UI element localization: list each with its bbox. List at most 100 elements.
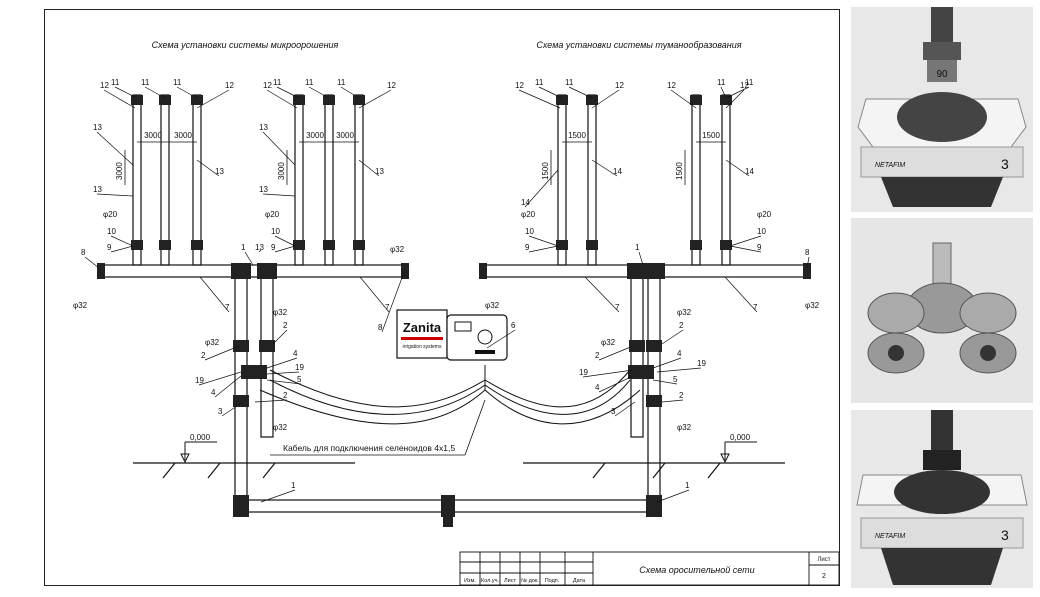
level-mark-right: 0,000 [720,433,757,464]
drawing-sheet: Схема установки системы микроорошения Сх… [44,9,840,586]
pipe-label-phi32: φ32 [677,423,692,432]
callout-13: 13 [255,243,264,252]
callout-leader-9 [729,245,762,253]
callout-11: 11 [173,78,182,87]
callout-1: 1 [635,243,640,252]
callout-13: 13 [259,185,268,194]
pipe-label-phi20: φ20 [103,210,118,219]
level-label-right: 0,000 [730,433,751,442]
callout-11: 11 [273,78,282,87]
callout-leader-8 [381,274,404,333]
controller-sub: irrigation systems [403,344,442,350]
callout-leader-3 [614,401,636,417]
pipe-network [102,94,810,513]
title-block-header: Дата [573,578,586,584]
callout-leader-12 [725,89,745,109]
callout-leader-11 [176,86,198,99]
callout-leader-6 [486,329,516,349]
solenoid-cables [259,365,641,425]
callout-leader-2 [661,399,684,403]
callout-12: 12 [263,81,272,90]
callout-6: 6 [511,321,516,330]
callout-leader-13 [262,131,296,166]
callout-leader-10 [274,235,296,247]
callout-leader-7 [724,276,758,313]
pipe-label-phi20: φ20 [265,210,280,219]
callout-12: 12 [515,81,524,90]
irrigation-schematic: Схема установки системы микроорошения Сх… [73,40,840,586]
callout-3: 3 [218,407,223,416]
callout-13: 13 [93,185,102,194]
cross-connector-photo [851,218,1033,403]
callout-leader-14 [725,159,750,177]
callout-9: 9 [757,243,762,252]
callout-leader-3 [221,401,244,417]
callout-2: 2 [283,391,288,400]
pipe-label-phi32: φ32 [273,423,288,432]
callout-leader-19 [198,371,242,386]
cable-label: Кабель для подключения селеноидов 4х1,5 [270,399,486,456]
title-block-sheet-number: 2 [822,573,826,580]
fogger-nozzle-photo-2: NETAFIM 3 [851,410,1033,588]
left-section-title: Схема установки системы микроорошения [152,40,339,50]
dimension-lines [124,141,726,185]
callout-5: 5 [673,375,678,384]
callout-13: 13 [259,123,268,132]
callout-leader-5 [266,379,302,385]
callout-19: 19 [195,376,204,385]
title-block-header: Подп. [545,578,560,584]
nozzle-label-90: 90 [936,69,948,80]
callout-3: 3 [611,407,616,416]
title-block-header: Лист [504,578,516,584]
callout-leader-13 [96,131,134,166]
callout-leader-12 [591,89,620,109]
callout-leader-11 [568,86,593,99]
callout-leader-1 [244,251,254,266]
callout-leader-5 [652,379,678,385]
callout-leader-12 [103,89,136,109]
callout-leader-13 [262,193,296,197]
callout-13: 13 [215,167,224,176]
callout-9: 9 [525,243,530,252]
callout-leader-12 [358,89,392,109]
callout-leader-9 [528,245,559,253]
callout-1: 1 [685,481,690,490]
callout-14: 14 [521,198,530,207]
callout-leader-2 [254,399,288,403]
callout-leader-1 [656,489,690,503]
callout-10: 10 [525,227,534,236]
callout-leader-2 [204,345,240,361]
netafim-logo-1: NETAFIM [875,162,905,169]
fittings [97,95,811,527]
dim-1500-vertical-right: 1500 [675,162,684,180]
callout-leader-12 [196,89,230,109]
callout-10: 10 [107,227,116,236]
callout-4: 4 [677,349,682,358]
callout-11: 11 [565,78,574,87]
callout-19: 19 [579,368,588,377]
callout-leader-13 [96,193,134,197]
callout-12: 12 [387,81,396,90]
fogger-nozzle-photo-1: 90 NETAFIM 3 [851,7,1033,212]
callout-leader-4 [214,375,242,398]
callout-2: 2 [201,351,206,360]
title-block-sheet-label: Лист [817,557,830,563]
callout-leader-11 [340,86,360,99]
level-label-left: 0,000 [190,433,211,442]
ground-line-right [523,462,785,479]
callout-7: 7 [225,303,230,312]
callout-8: 8 [378,323,383,332]
callout-leader-10 [528,235,559,247]
pipe-label-phi32: φ32 [205,338,220,347]
callout-leader-4 [652,357,682,369]
callout-leader-19 [656,367,702,373]
callout-leader-10 [110,235,134,247]
callout-leader-14 [591,159,618,177]
controller-zanita: Zanita irrigation systems [396,309,508,361]
callout-2: 2 [679,391,684,400]
callout-11: 11 [717,78,726,87]
callout-11: 11 [305,78,314,87]
callout-7: 7 [753,303,758,312]
callout-leader-4 [266,357,298,369]
callout-leader-2 [598,345,634,361]
